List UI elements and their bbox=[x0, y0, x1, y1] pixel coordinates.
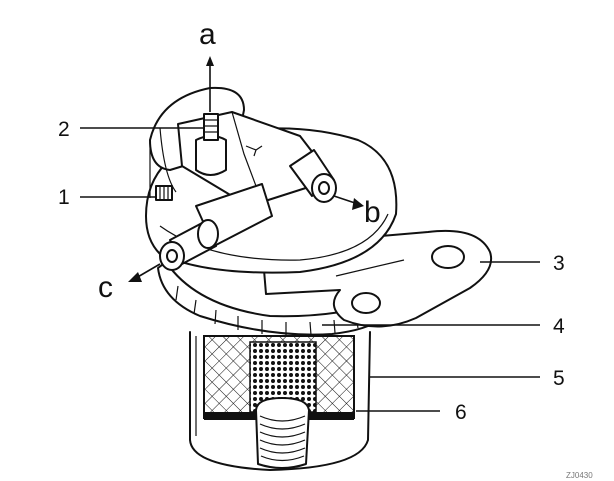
label-part-1: 1 bbox=[58, 186, 70, 209]
label-part-5: 5 bbox=[553, 367, 565, 390]
flow-arrow-b bbox=[333, 195, 364, 210]
bleed-plug bbox=[155, 185, 173, 201]
label-part-6: 6 bbox=[455, 401, 467, 424]
threaded-post bbox=[255, 397, 310, 469]
bleed-screw bbox=[195, 113, 227, 176]
label-part-4: 4 bbox=[553, 315, 565, 338]
label-part-3: 3 bbox=[553, 252, 565, 275]
label-flow-a: a bbox=[199, 18, 216, 51]
figure-code: ZJ0430 bbox=[566, 471, 593, 480]
label-flow-b: b bbox=[364, 196, 381, 229]
label-flow-c: c bbox=[98, 271, 113, 304]
port-c-fitting bbox=[159, 183, 273, 271]
port-b-fitting bbox=[289, 149, 337, 203]
flow-arrow-a bbox=[206, 56, 214, 112]
label-part-2: 2 bbox=[58, 118, 70, 141]
flow-arrow-c bbox=[128, 263, 161, 282]
